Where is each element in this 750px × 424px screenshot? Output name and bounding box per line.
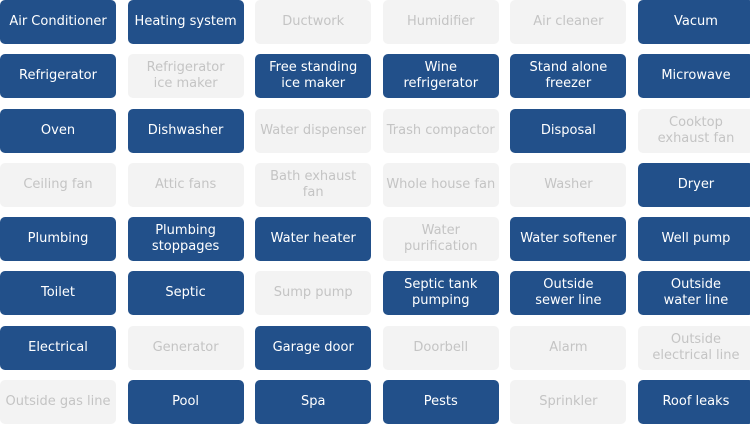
tile-dryer[interactable]: Dryer: [637, 162, 750, 207]
tile-free-standing-ice-maker[interactable]: Free standing ice maker: [255, 54, 372, 99]
tile-dishwasher[interactable]: Dishwasher: [127, 108, 244, 153]
tile-cooktop-exhaust-fan[interactable]: Cooktop exhaust fan: [637, 108, 750, 153]
tile-vacum[interactable]: Vacum: [637, 0, 750, 44]
tile-wine-refrigerator[interactable]: Wine refrigerator: [382, 54, 499, 99]
tile-water-dispenser[interactable]: Water dispenser: [255, 108, 372, 153]
tile-disposal[interactable]: Disposal: [510, 108, 627, 153]
tile-spa[interactable]: Spa: [255, 380, 372, 424]
tile-whole-house-fan[interactable]: Whole house fan: [382, 162, 499, 207]
tile-garage-door[interactable]: Garage door: [255, 325, 372, 370]
tile-septic-tank-pumping[interactable]: Septic tank pumping: [382, 271, 499, 316]
tile-pests[interactable]: Pests: [382, 380, 499, 424]
tile-refrigerator-ice-maker[interactable]: Refrigerator ice maker: [127, 54, 244, 99]
tile-outside-sewer-line[interactable]: Outside sewer line: [510, 271, 627, 316]
tile-oven[interactable]: Oven: [0, 108, 116, 153]
tile-sump-pump[interactable]: Sump pump: [255, 271, 372, 316]
tile-air-cleaner[interactable]: Air cleaner: [510, 0, 627, 44]
tile-air-conditioner[interactable]: Air Conditioner: [0, 0, 116, 44]
tile-water-heater[interactable]: Water heater: [255, 217, 372, 262]
tile-ceiling-fan[interactable]: Ceiling fan: [0, 162, 116, 207]
tile-plumbing-stoppages[interactable]: Plumbing stoppages: [127, 217, 244, 262]
tile-humidifier[interactable]: Humidifier: [382, 0, 499, 44]
tile-toilet[interactable]: Toilet: [0, 271, 116, 316]
tile-plumbing[interactable]: Plumbing: [0, 217, 116, 262]
tile-roof-leaks[interactable]: Roof leaks: [637, 380, 750, 424]
tile-generator[interactable]: Generator: [127, 325, 244, 370]
tile-refrigerator[interactable]: Refrigerator: [0, 54, 116, 99]
tile-pool[interactable]: Pool: [127, 380, 244, 424]
tile-sprinkler[interactable]: Sprinkler: [510, 380, 627, 424]
tile-water-purification[interactable]: Water purification: [382, 217, 499, 262]
tile-washer[interactable]: Washer: [510, 162, 627, 207]
tile-attic-fans[interactable]: Attic fans: [127, 162, 244, 207]
tile-outside-gas-line[interactable]: Outside gas line: [0, 380, 116, 424]
tile-trash-compactor[interactable]: Trash compactor: [382, 108, 499, 153]
tile-microwave[interactable]: Microwave: [637, 54, 750, 99]
tile-ductwork[interactable]: Ductwork: [255, 0, 372, 44]
tile-doorbell[interactable]: Doorbell: [382, 325, 499, 370]
tile-stand-alone-freezer[interactable]: Stand alone freezer: [510, 54, 627, 99]
tile-electrical[interactable]: Electrical: [0, 325, 116, 370]
tile-heating-system[interactable]: Heating system: [127, 0, 244, 44]
tile-alarm[interactable]: Alarm: [510, 325, 627, 370]
tile-outside-electrical-line[interactable]: Outside electrical line: [637, 325, 750, 370]
tile-outside-water-line[interactable]: Outside water line: [637, 271, 750, 316]
tile-water-softener[interactable]: Water softener: [510, 217, 627, 262]
tile-well-pump[interactable]: Well pump: [637, 217, 750, 262]
tile-septic[interactable]: Septic: [127, 271, 244, 316]
tile-bath-exhaust-fan[interactable]: Bath exhaust fan: [255, 162, 372, 207]
